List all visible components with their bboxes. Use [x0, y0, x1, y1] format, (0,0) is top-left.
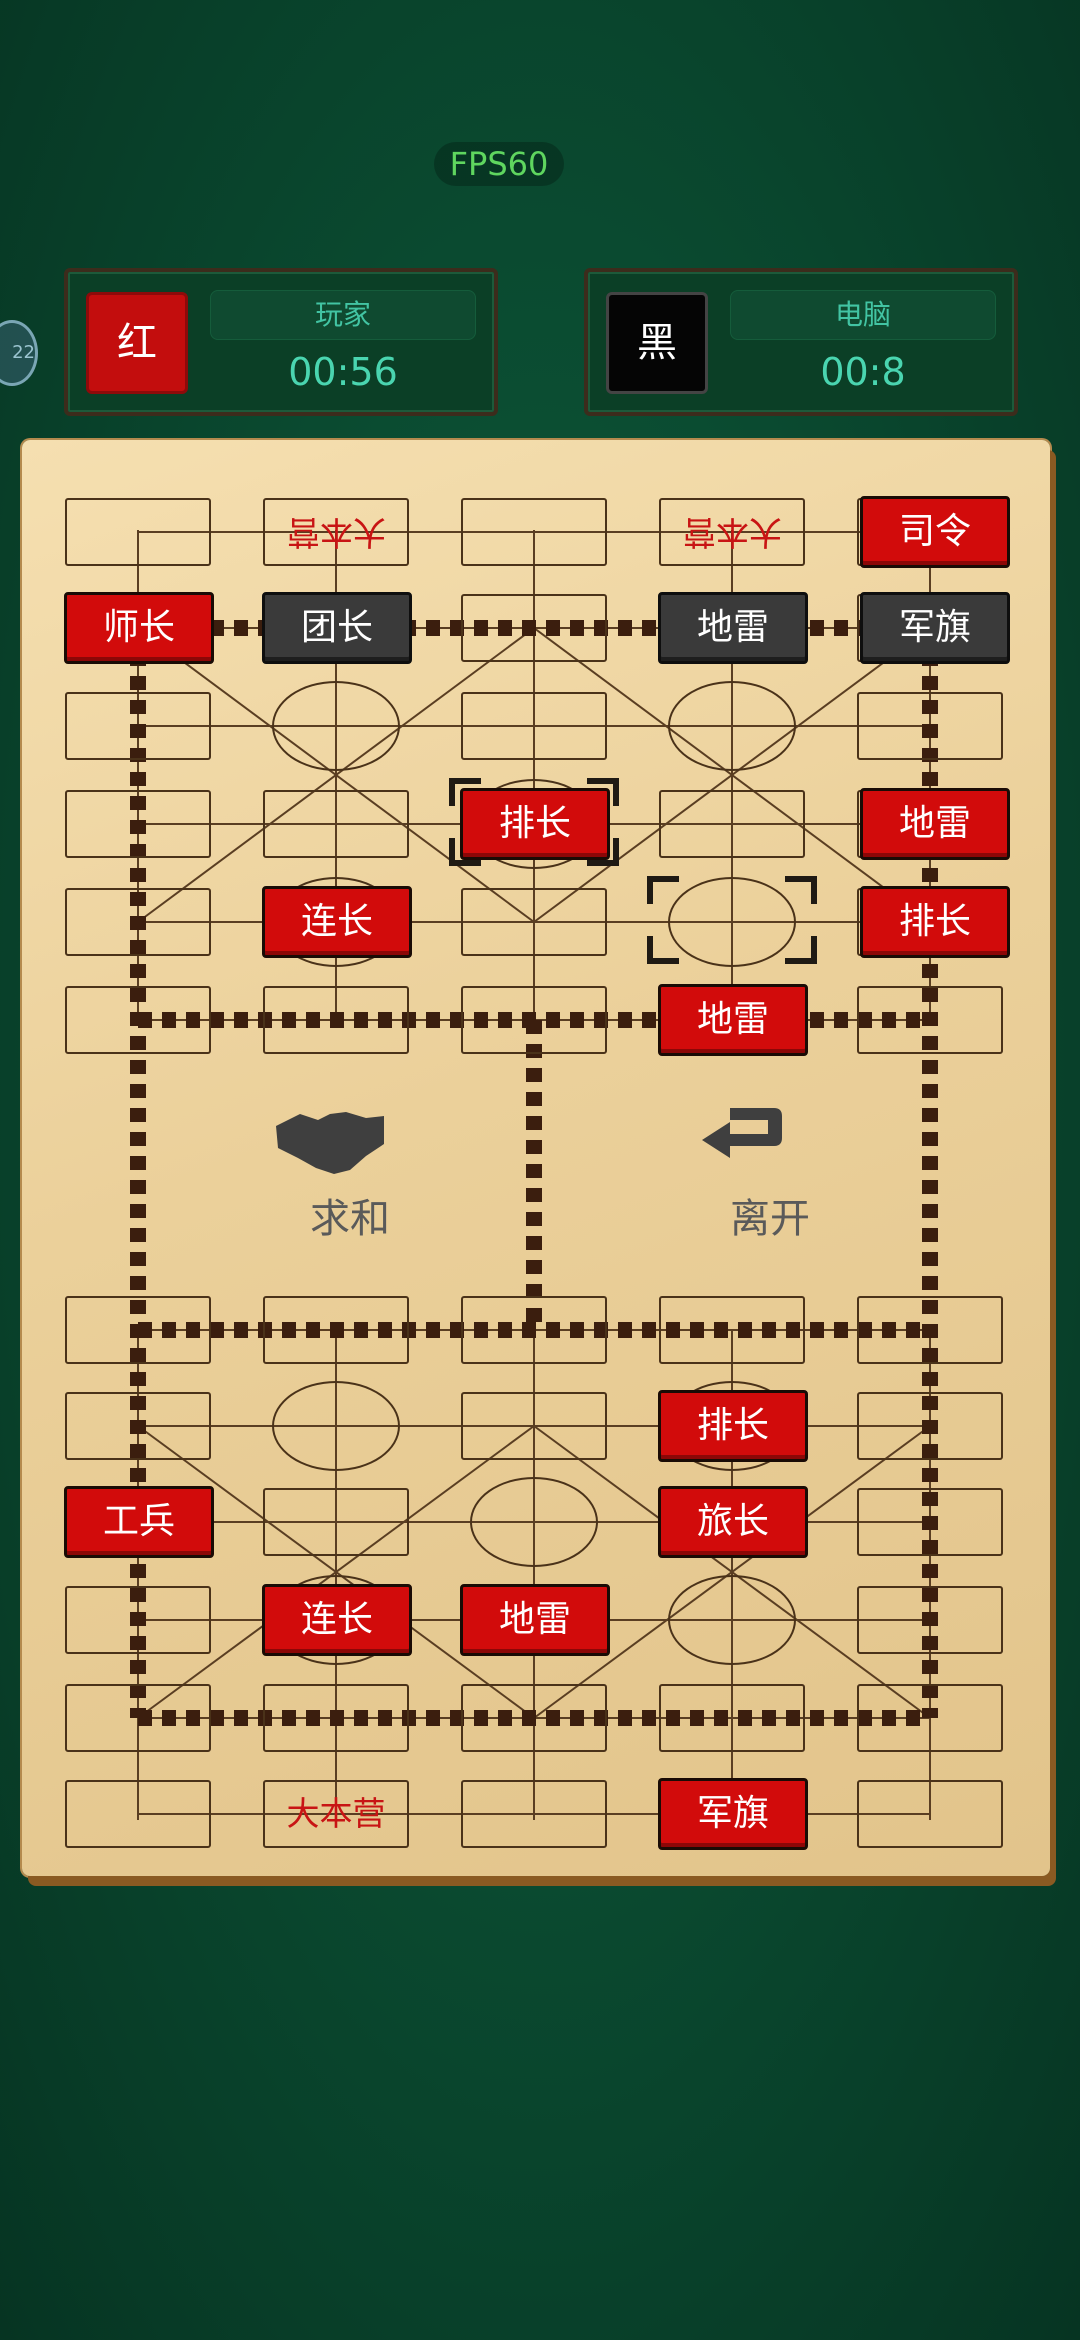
hq-bottom[interactable]: 大本营	[263, 1780, 409, 1848]
board-cell[interactable]	[65, 692, 211, 760]
black-side-chip: 黑	[606, 292, 708, 394]
piece-red[interactable]: 连长	[262, 1584, 412, 1656]
board-cell[interactable]	[461, 1296, 607, 1364]
piece-red[interactable]: 连长	[262, 886, 412, 958]
board-cell[interactable]	[659, 1296, 805, 1364]
player-name: 玩家	[210, 290, 476, 340]
piece-red[interactable]: 工兵	[64, 1486, 214, 1558]
board-cell[interactable]	[263, 1684, 409, 1752]
board-cell[interactable]	[65, 1392, 211, 1460]
hq-top-label: 大本营	[286, 513, 386, 552]
piece-red[interactable]: 地雷	[460, 1584, 610, 1656]
board-cell[interactable]	[857, 692, 1003, 760]
board-cell[interactable]	[461, 986, 607, 1054]
board-cell[interactable]	[461, 498, 607, 566]
hq-top[interactable]: 大本营	[659, 498, 805, 566]
board-cell[interactable]	[857, 1488, 1003, 1556]
piece-red[interactable]: 排长	[860, 886, 1010, 958]
board-cell[interactable]	[461, 594, 607, 662]
red-side-chip: 红	[86, 292, 188, 394]
board-cell[interactable]	[857, 1586, 1003, 1654]
board-cell[interactable]	[659, 1684, 805, 1752]
computer-name: 电脑	[730, 290, 996, 340]
handshake-icon	[270, 1100, 430, 1180]
piece-red[interactable]: 师长	[64, 592, 214, 664]
piece-red[interactable]: 军旗	[658, 1778, 808, 1850]
piece-red[interactable]: 排长	[658, 1390, 808, 1462]
board-cell[interactable]	[263, 1488, 409, 1556]
board-cell[interactable]	[857, 986, 1003, 1054]
piece-black[interactable]: 团长	[262, 592, 412, 664]
piece-red[interactable]: 旅长	[658, 1486, 808, 1558]
board-cell[interactable]	[263, 1296, 409, 1364]
piece-red[interactable]: 地雷	[658, 984, 808, 1056]
piece-red[interactable]: 司令	[860, 496, 1010, 568]
side-badge[interactable]: 22	[0, 320, 38, 386]
board-cell[interactable]	[461, 1392, 607, 1460]
draw-button[interactable]: 求和	[270, 1100, 430, 1250]
board-cell[interactable]	[65, 1586, 211, 1654]
fps-counter: FPS60	[434, 142, 564, 186]
camp[interactable]	[668, 1575, 796, 1665]
hq-top[interactable]: 大本营	[263, 498, 409, 566]
board-cell[interactable]	[857, 1684, 1003, 1752]
camp[interactable]	[668, 681, 796, 771]
board-cell[interactable]	[65, 1780, 211, 1848]
board-cell[interactable]	[857, 1780, 1003, 1848]
board-cell[interactable]	[461, 1780, 607, 1848]
board-cell[interactable]	[857, 1296, 1003, 1364]
game-board: 大本营 大本营 大本营	[22, 440, 1050, 1876]
draw-label: 求和	[310, 1196, 390, 1242]
piece-red[interactable]: 地雷	[860, 788, 1010, 860]
piece-black[interactable]: 军旗	[860, 592, 1010, 664]
camp[interactable]	[668, 877, 796, 967]
board-cell[interactable]	[461, 1684, 607, 1752]
board-cell[interactable]	[461, 888, 607, 956]
board-cell[interactable]	[65, 888, 211, 956]
board-cell[interactable]	[263, 790, 409, 858]
player-panel-black: 黑 电脑 00:8	[584, 268, 1018, 416]
player-timer: 00:56	[288, 350, 398, 394]
board-cell[interactable]	[857, 1392, 1003, 1460]
board-cell[interactable]	[65, 498, 211, 566]
board-cell[interactable]	[461, 692, 607, 760]
board-cell[interactable]	[65, 1684, 211, 1752]
selection-frame	[647, 876, 817, 964]
board-cell[interactable]	[659, 790, 805, 858]
camp[interactable]	[272, 1381, 400, 1471]
piece-red-selected[interactable]: 排长	[460, 788, 610, 860]
return-arrow-icon	[690, 1100, 850, 1180]
selection-frame	[449, 778, 619, 866]
hq-top-label: 大本营	[682, 513, 782, 552]
camp[interactable]	[272, 681, 400, 771]
camp[interactable]	[470, 1477, 598, 1567]
player-panel-red: 红 玩家 00:56	[64, 268, 498, 416]
computer-timer: 00:8	[820, 350, 906, 394]
board-cell[interactable]	[65, 986, 211, 1054]
board-cell[interactable]	[263, 986, 409, 1054]
leave-label: 离开	[730, 1196, 810, 1242]
leave-button[interactable]: 离开	[690, 1100, 850, 1250]
board-cell[interactable]	[65, 790, 211, 858]
piece-black[interactable]: 地雷	[658, 592, 808, 664]
board-cell[interactable]	[65, 1296, 211, 1364]
